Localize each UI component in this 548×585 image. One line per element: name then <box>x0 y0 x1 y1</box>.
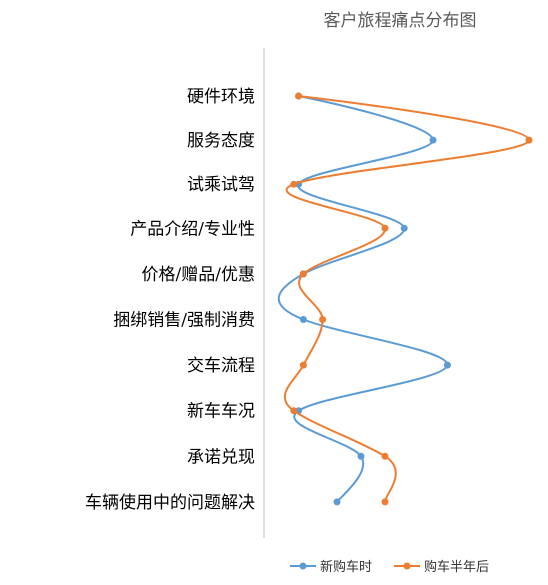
category-label: 捆绑销售/强制消费 <box>113 311 255 331</box>
data-point <box>299 316 307 323</box>
chart-title: 客户旅程痛点分布图 <box>324 11 477 31</box>
series-line <box>283 95 531 503</box>
category-label: 新车车况 <box>187 402 255 422</box>
data-point <box>295 92 303 100</box>
data-point <box>299 270 307 278</box>
data-point <box>357 452 365 460</box>
data-point <box>290 407 298 415</box>
legend-swatch-marker <box>403 562 411 570</box>
data-point <box>429 136 437 144</box>
legend: 新购车时 购车半年后 <box>290 559 489 575</box>
category-label: 承诺兑现 <box>187 447 255 467</box>
data-point <box>319 316 327 323</box>
series-layer <box>277 92 533 506</box>
data-point <box>290 180 298 188</box>
series-line <box>277 95 449 503</box>
category-label: 车辆使用中的问题解决 <box>85 492 255 513</box>
data-point <box>299 361 307 369</box>
category-label: 价格/赠品/优惠 <box>142 265 255 285</box>
legend-label: 购车半年后 <box>424 559 489 575</box>
category-label: 产品介绍/专业性 <box>130 219 255 239</box>
category-label: 服务态度 <box>187 131 255 151</box>
data-point <box>333 498 341 506</box>
data-point <box>381 452 389 460</box>
data-point <box>400 224 408 232</box>
category-label: 试乘试驾 <box>187 175 255 195</box>
legend-swatch-marker <box>299 562 307 570</box>
series-1 <box>277 92 451 506</box>
category-label: 硬件环境 <box>187 87 255 107</box>
data-point <box>525 136 533 144</box>
legend-label: 新购车时 <box>320 559 372 575</box>
series-2 <box>283 92 533 506</box>
category-label: 交车流程 <box>187 356 255 376</box>
data-point <box>443 361 451 369</box>
data-point <box>381 224 389 232</box>
legend-item: 购车半年后 <box>394 559 489 575</box>
legend-item: 新购车时 <box>290 559 372 575</box>
category-labels: 硬件环境服务态度试乘试驾产品介绍/专业性价格/赠品/优惠捆绑销售/强制消费交车流… <box>85 87 255 513</box>
data-point <box>381 498 389 506</box>
